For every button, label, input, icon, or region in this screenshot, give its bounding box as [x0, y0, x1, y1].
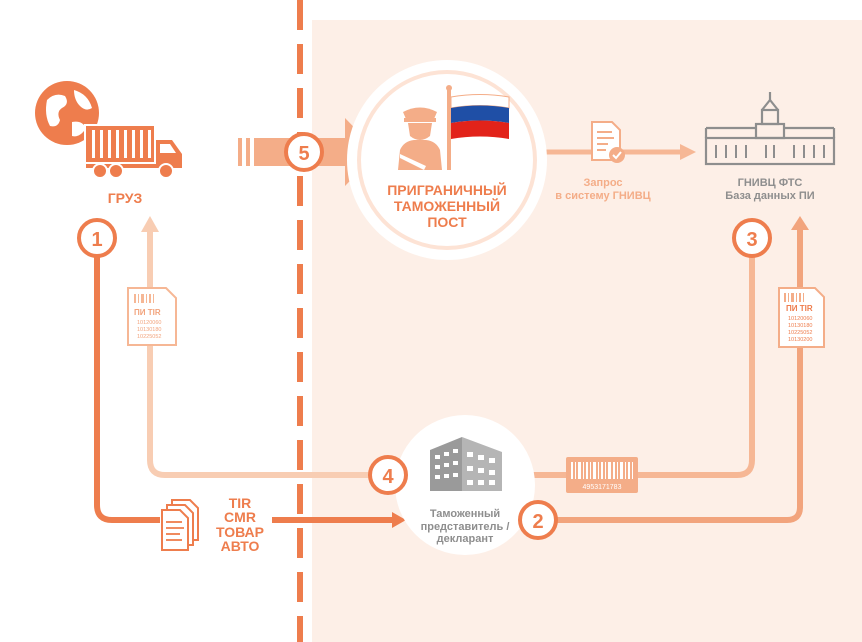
step-number-3: 3 [746, 229, 757, 251]
request-line-2: в систему ГНИВЦ [555, 189, 651, 202]
flow-line-gnivc-to-declarant [530, 255, 755, 478]
doc-card-left-number-2: 10130180 [137, 327, 161, 333]
barcode-number: 4953171783 [583, 484, 622, 491]
border-post-line-3: ПОСТ [427, 214, 467, 231]
step-badge-4: 4 [368, 455, 408, 495]
request-label: Запрос в систему ГНИВЦ [548, 177, 658, 202]
step-badge-3: 3 [732, 218, 772, 258]
doc-card-right-number-3: 10225052 [788, 330, 812, 336]
border-post-line-1: ПРИГРАНИЧНЫЙ [387, 182, 507, 198]
document-card-left: ПИ TIR 10120060 10130180 10225052 [127, 287, 177, 346]
representative-line-2: представитель / [420, 520, 510, 533]
docs-label: TIR CMR ТОВАР АВТО [200, 496, 280, 553]
doc-type-goods: ТОВАР [216, 523, 264, 540]
flow-line-cargo-to-declarant [94, 255, 160, 523]
doc-card-right-number-4: 10130200 [788, 337, 812, 343]
representative-label: Таможенный представитель / декларант [410, 508, 520, 546]
doc-card-right-number-1: 10120060 [788, 316, 812, 322]
representative-line-3: декларант [436, 533, 494, 546]
document-card-right: ПИ TIR 10120060 10130180 10225052 101302… [778, 287, 825, 348]
doc-card-left-number-1: 10120060 [137, 320, 161, 326]
cargo-label: ГРУЗ [107, 190, 143, 206]
request-arrow-right [680, 144, 696, 160]
truck-icon [84, 124, 182, 179]
document-stack-icon [161, 499, 199, 551]
gnivc-label: ГНИВЦ ФТС База данных ПИ [715, 177, 825, 202]
representative-line-1: Таможенный [429, 508, 501, 520]
step-number-4: 4 [382, 466, 394, 488]
step-number-2: 2 [532, 511, 543, 533]
russian-flag-icon [446, 85, 510, 170]
doc-card-right-title: ПИ TIR [786, 304, 813, 313]
doc-card-left-title: ПИ TIR [134, 308, 161, 317]
doc-card-left-number-3: 10225052 [137, 334, 161, 340]
border-post-ring [357, 70, 537, 250]
doc-type-cmr: CMR [224, 509, 256, 526]
barcode-icon: 4953171783 [566, 457, 638, 493]
globe-icon [35, 81, 99, 145]
step-number-5: 5 [298, 143, 309, 165]
gnivc-line-2: База данных ПИ [725, 189, 815, 202]
step-badge-1: 1 [77, 218, 117, 258]
document-check-icon [591, 121, 625, 163]
request-line-1: Запрос [583, 177, 623, 189]
flow-arrow-head-cargo [141, 216, 159, 232]
gnivc-line-1: ГНИВЦ ФТС [737, 177, 803, 189]
doc-card-right-number-2: 10130180 [788, 323, 812, 329]
flow-line-declarant-to-cargo [147, 232, 370, 478]
flow-arrow-head-docs [392, 512, 406, 528]
step-number-1: 1 [91, 229, 102, 251]
customs-officer-icon [398, 107, 442, 170]
border-post-label: ПРИГРАНИЧНЫЙ ТАМОЖЕННЫЙ ПОСТ [372, 182, 522, 230]
step-badge-2: 2 [518, 500, 558, 540]
doc-type-tir: TIR [228, 495, 252, 511]
border-post-line-2: ТАМОЖЕННЫЙ [393, 198, 501, 215]
flow-line-declarant-to-gnivc [555, 230, 803, 523]
flow-arrow-head-gnivc [791, 216, 809, 230]
government-building-icon [704, 92, 836, 166]
office-building-icon [430, 437, 502, 491]
step-badge-5: 5 [284, 132, 324, 172]
doc-type-auto: АВТО [220, 537, 260, 554]
